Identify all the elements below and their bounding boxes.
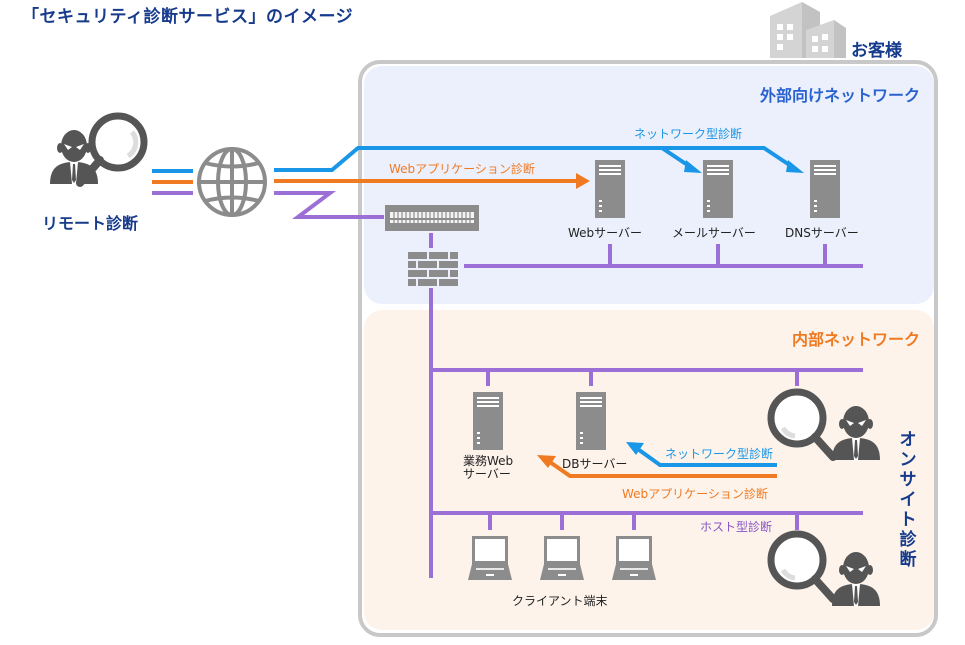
router-icon [385,205,479,231]
remote-diagnosis-label: リモート診断 [42,214,139,233]
external-network-label: 外部向けネットワーク [759,86,920,105]
business-web-server-label-line2: サーバー [463,467,511,481]
host-scan-label: ホスト型診断 [700,520,773,534]
network-scan-label-internal: ネットワーク型診断 [665,447,774,461]
client-laptop-icon-3 [612,536,656,580]
onsite-diagnosis-label: オンサイト診断 [899,430,917,570]
business-web-server-label-line1: 業務Web [463,454,514,468]
client-laptop-icon-2 [540,536,584,580]
web-server-icon [595,160,625,218]
onsite-inspector-icon-1 [767,388,880,461]
db-server-icon [576,392,606,450]
web-server-label: Webサーバー [568,226,643,240]
remote-inspector-icon [50,112,148,187]
onsite-inspector-icon-2 [767,530,880,606]
mail-server-icon [703,160,733,218]
client-laptop-icon-1 [468,536,512,580]
client-terminals-label: クライアント端末 [512,594,608,608]
firewall-icon [408,252,458,286]
dns-server-icon [810,160,840,218]
globe-icon [197,147,267,217]
internal-network-label: 内部ネットワーク [791,330,920,349]
business-web-server-label: 業務Web サーバー [463,455,513,481]
db-server-label: DBサーバー [562,457,628,471]
diagram-title: 「セキュリティ診断サービス」のイメージ [22,7,354,27]
customer-label: お客様 [851,41,902,61]
mail-server-label: メールサーバー [672,226,756,240]
dns-server-label: DNSサーバー [785,226,859,240]
network-scan-label-external: ネットワーク型診断 [634,127,743,141]
business-web-server-icon [473,392,503,450]
web-app-scan-label-external: Webアプリケーション診断 [389,162,535,176]
web-app-scan-label-internal: Webアプリケーション診断 [622,487,768,501]
